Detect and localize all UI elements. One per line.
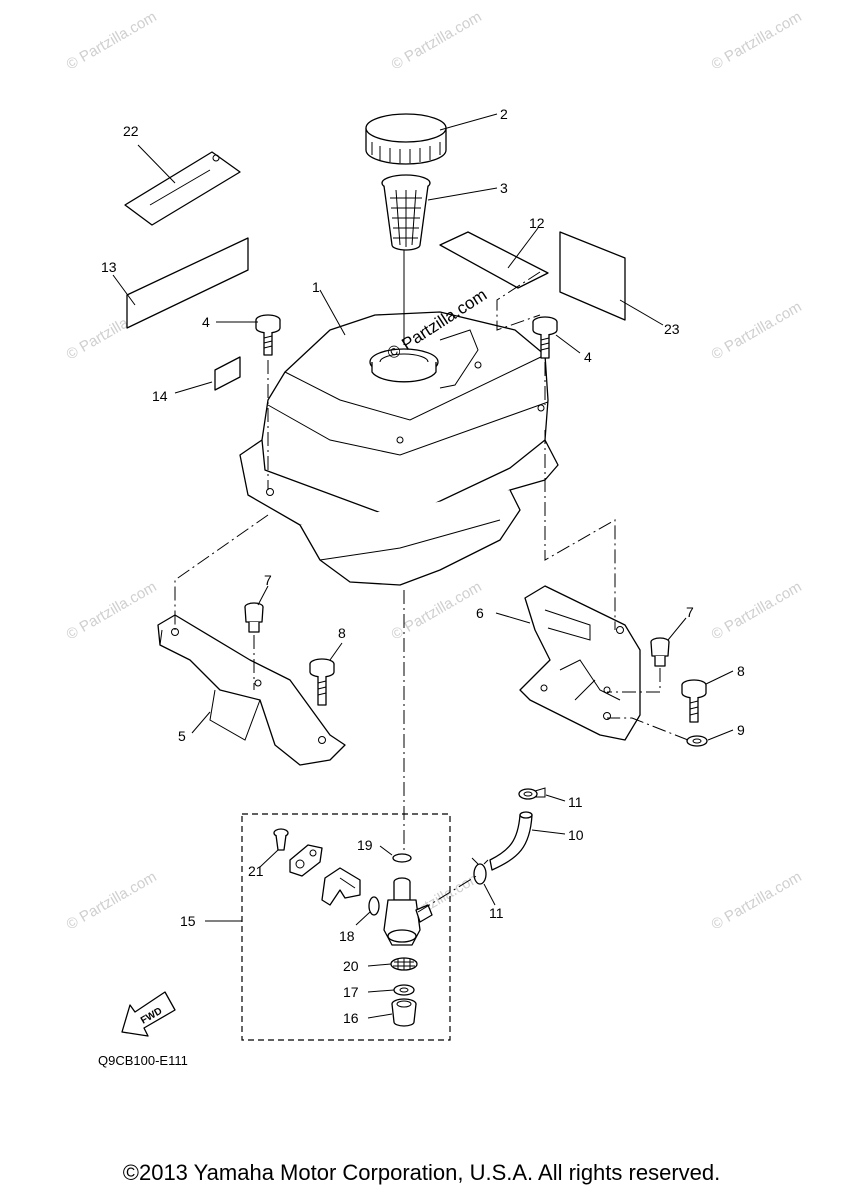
watermark: © Partzilla.com <box>64 8 160 73</box>
callout-7a[interactable]: 7 <box>264 572 272 588</box>
part-4-bolt-right[interactable] <box>532 316 558 359</box>
part-9-washer[interactable] <box>686 735 708 747</box>
part-12-label[interactable] <box>439 231 549 289</box>
callout-3[interactable]: 3 <box>500 180 508 196</box>
callout-10[interactable]: 10 <box>568 827 584 843</box>
watermark: © Partzilla.com <box>64 868 160 933</box>
fuel-cock-lever[interactable] <box>321 867 361 906</box>
part-15-fuel-cock-assy[interactable] <box>241 813 451 1041</box>
diagram-code: Q9CB100-E111 <box>98 1053 188 1068</box>
callout-20[interactable]: 20 <box>343 958 359 974</box>
leader-lines <box>112 113 734 1019</box>
callout-11b[interactable]: 11 <box>489 905 504 921</box>
callout-13[interactable]: 13 <box>101 259 117 275</box>
part-11-clip-lower[interactable] <box>471 857 489 885</box>
callout-18[interactable]: 18 <box>339 928 355 944</box>
callout-8b[interactable]: 8 <box>737 663 745 679</box>
part-23-label[interactable] <box>559 231 626 321</box>
part-7-collar-left[interactable] <box>244 602 264 633</box>
part-14-label[interactable] <box>214 356 241 391</box>
part-10-fuel-hose[interactable] <box>489 811 533 871</box>
callout-9[interactable]: 9 <box>737 722 745 738</box>
callout-5[interactable]: 5 <box>178 728 186 744</box>
part-8-bolt-right[interactable] <box>681 679 707 723</box>
callout-2[interactable]: 2 <box>500 106 508 122</box>
callout-22[interactable]: 22 <box>123 123 139 139</box>
part-21-screw-plate[interactable] <box>273 828 323 877</box>
watermark: © Partzilla.com <box>709 578 805 643</box>
part-13-label[interactable] <box>126 237 249 329</box>
part-20-filter-screen[interactable] <box>390 957 418 971</box>
assembly-lines <box>174 250 689 913</box>
callout-21[interactable]: 21 <box>248 863 264 879</box>
callout-11a[interactable]: 11 <box>568 794 583 810</box>
watermark: © Partzilla.com <box>389 8 485 73</box>
part-22-label-sticker[interactable] <box>124 151 241 226</box>
part-3-strainer[interactable] <box>381 174 431 251</box>
part-11-clip-upper[interactable] <box>518 787 546 800</box>
callout-6[interactable]: 6 <box>476 605 484 621</box>
watermark: © Partzilla.com <box>709 298 805 363</box>
callout-7b[interactable]: 7 <box>686 604 694 620</box>
callout-1[interactable]: 1 <box>312 279 320 295</box>
callout-23[interactable]: 23 <box>664 321 680 337</box>
callout-15[interactable]: 15 <box>180 913 196 929</box>
part-7-collar-right[interactable] <box>650 637 670 667</box>
part-2-fuel-cap[interactable] <box>365 113 447 165</box>
watermark: © Partzilla.com <box>64 578 160 643</box>
part-17-gasket[interactable] <box>393 984 415 996</box>
part-8-bolt-left[interactable] <box>309 658 335 706</box>
watermark: © Partzilla.com <box>709 8 805 73</box>
fwd-arrow-icon: FWD <box>121 991 176 1037</box>
callout-17[interactable]: 17 <box>343 984 359 1000</box>
fuel-cock-body[interactable] <box>383 877 433 946</box>
part-18-o-ring[interactable] <box>368 896 380 916</box>
watermark: © Partzilla.com <box>389 578 485 643</box>
watermark: © Partzilla.com <box>709 868 805 933</box>
part-4-bolt-left[interactable] <box>255 314 281 356</box>
part-1-fuel-tank[interactable] <box>239 311 559 586</box>
callout-4a[interactable]: 4 <box>202 314 210 330</box>
callout-12[interactable]: 12 <box>529 215 545 231</box>
part-16-cup[interactable] <box>391 998 417 1027</box>
part-19-o-ring[interactable] <box>392 853 412 863</box>
callout-4b[interactable]: 4 <box>584 349 592 365</box>
part-5-bracket-left[interactable] <box>157 614 346 766</box>
callout-19[interactable]: 19 <box>357 837 373 853</box>
copyright-footer: ©2013 Yamaha Motor Corporation, U.S.A. A… <box>122 1160 721 1185</box>
part-6-bracket-right[interactable] <box>519 585 641 741</box>
callout-14[interactable]: 14 <box>152 388 168 404</box>
callout-16[interactable]: 16 <box>343 1010 359 1026</box>
callout-8a[interactable]: 8 <box>338 625 346 641</box>
callouts: 2 3 22 12 13 1 4 23 4 14 7 6 7 8 8 9 5 1… <box>101 106 745 1026</box>
